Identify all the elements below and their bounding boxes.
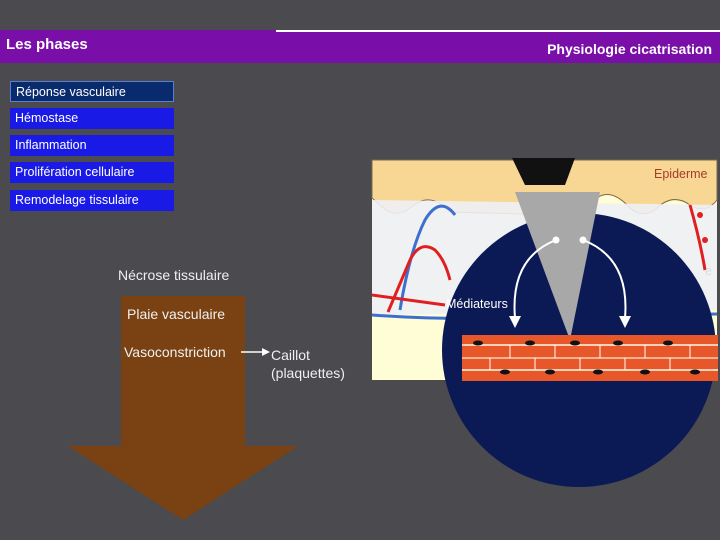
plaie-label: Plaie vasculaire <box>127 306 226 322</box>
caillot-sub-label: (plaquettes) <box>271 365 345 381</box>
epiderme-label: Epiderme <box>654 167 708 181</box>
caillot-label: Caillot <box>271 347 310 363</box>
header-divider <box>0 60 720 63</box>
artery-left-branch <box>371 293 446 307</box>
phase-reponse-vasculaire: Réponse vasculaire <box>10 81 174 102</box>
flow-arrow-head <box>68 446 298 520</box>
mediator-source-left <box>552 236 560 244</box>
phase-remodelage-tissulaire: Remodelage tissulaire <box>10 190 174 211</box>
artery-right <box>688 204 707 271</box>
vasoconstriction-label: Vasoconstriction <box>124 344 226 360</box>
section-title: Les phases <box>0 30 276 60</box>
necrose-label: Nécrose tissulaire <box>118 267 230 283</box>
artery-left <box>386 245 452 313</box>
red-blood-dot <box>697 212 703 218</box>
wound-cut <box>512 158 575 185</box>
wound-wedge-gray <box>515 192 600 340</box>
cell-nuclei <box>473 340 700 375</box>
mediator-arrow-right <box>582 239 627 319</box>
phase-inflammation: Inflammation <box>10 135 174 156</box>
slide-title: Physiologie cicatrisation <box>276 30 720 60</box>
phase-hemostase: Hémostase <box>10 108 174 129</box>
mediator-arrow-left <box>513 239 557 319</box>
flow-arrow-body <box>121 296 245 446</box>
red-blood-dot <box>702 237 708 243</box>
partial-label: e <box>705 264 712 278</box>
mediateurs-label: Médiateurs <box>446 297 508 311</box>
phase-proliferation-cellulaire: Prolifération cellulaire <box>10 162 174 183</box>
vein-left <box>398 204 457 311</box>
mediator-source-right <box>579 236 587 244</box>
